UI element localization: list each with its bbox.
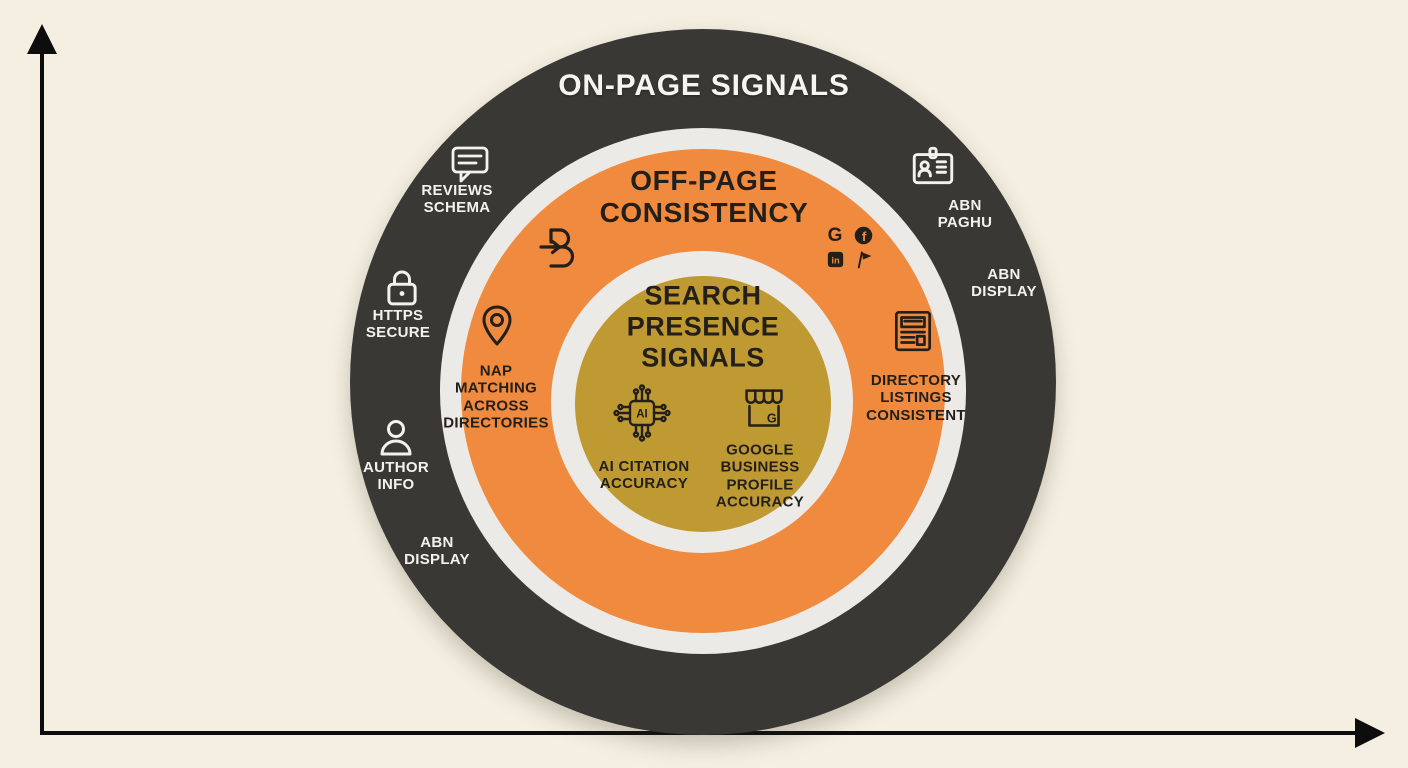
svg-text:G: G (828, 225, 843, 245)
middle-ring-title: OFF-PAGE CONSISTENCY (599, 164, 809, 228)
inner-circle-search-presence (575, 276, 831, 532)
label-nap-matching: NAP MATCHING ACROSS DIRECTORIES (443, 362, 549, 432)
x-axis-arrow-icon (1355, 718, 1385, 748)
google-icon: G (828, 225, 843, 245)
label-abn-display-left: ABN DISPLAY (404, 533, 470, 568)
svg-text:AI: AI (636, 409, 648, 421)
y-axis-arrow-icon (27, 24, 57, 54)
label-ai-citation: AI CITATION ACCURACY (598, 457, 690, 492)
speech-bubble-icon (446, 139, 494, 187)
newspaper-icon (888, 305, 938, 355)
person-icon (372, 414, 420, 462)
label-author-info: AUTHOR INFO (363, 458, 429, 493)
label-google-business-profile: GOOGLE BUSINESS PROFILE ACCURACY (715, 441, 805, 511)
label-directory-listings: DIRECTORY LISTINGS CONSISTENT (866, 372, 966, 424)
lock-icon (380, 265, 425, 310)
flag-icon (857, 251, 871, 269)
b-arrow-logo-icon (538, 223, 584, 271)
svg-text:f: f (861, 228, 866, 243)
label-reviews-schema: REVIEWS SCHEMA (421, 181, 493, 216)
storefront-icon: G (733, 379, 795, 441)
inner-circle-title: SEARCH PRESENCE SIGNALS (626, 280, 780, 373)
label-https-secure: HTTPS SECURE (365, 306, 431, 341)
label-abn-display-right: ABN DISPLAY (971, 265, 1037, 300)
ai-chip-icon: AI (610, 381, 674, 445)
svg-text:G: G (767, 412, 777, 426)
map-pin-icon (473, 302, 521, 350)
facebook-icon: f (854, 226, 872, 244)
y-axis-line (40, 38, 44, 733)
linkedin-icon: in (827, 251, 843, 268)
svg-text:in: in (831, 255, 840, 265)
label-abn-paghu: ABN PAGHU (937, 196, 993, 231)
social-icons-cluster: G f in (825, 225, 873, 269)
outer-ring-title: ON-PAGE SIGNALS (558, 68, 850, 102)
id-card-icon (908, 141, 958, 191)
